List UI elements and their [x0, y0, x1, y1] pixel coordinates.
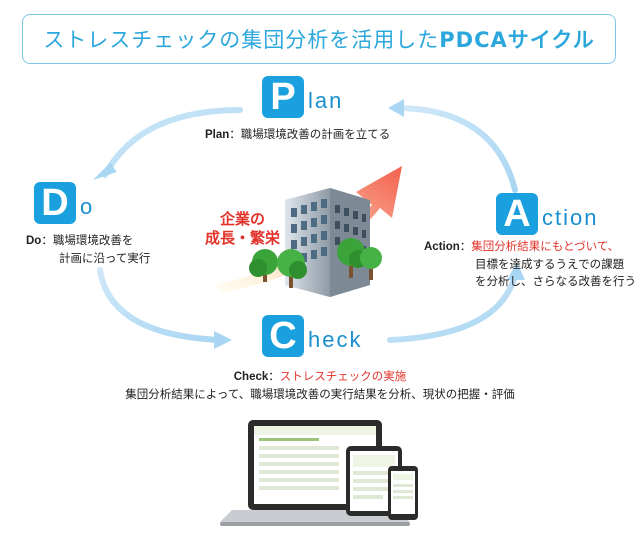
cycle-arrow: [387, 272, 518, 343]
growth-arrow: [215, 166, 402, 293]
check-word: heck: [308, 327, 363, 352]
cycle-arrow: [397, 105, 518, 193]
do-description: Do：職場環境改善を 計画に沿って実行: [26, 232, 150, 267]
action-description: Action：集団分析結果にもとづいて、 目標を達成するうえでの課題 を分析し、…: [424, 238, 636, 290]
check-line2: 集団分析結果によって、職場環境改善の実行結果を分析、現状の把握・評価: [125, 387, 515, 401]
check-sep: ：: [268, 369, 280, 383]
do-sep: ：: [41, 233, 53, 247]
do-line2: 計画に沿って実行: [59, 251, 151, 265]
growth-label: 企業の 成長・繁栄: [205, 210, 280, 248]
check-description: Check：ストレスチェックの実施 集団分析結果によって、職場環境改善の実行結果…: [0, 368, 640, 403]
plan-letter: P: [262, 76, 304, 118]
action-line2: 目標を達成するうえでの課題: [475, 257, 625, 271]
do-word: o: [80, 194, 95, 219]
action-line3: を分析し、さらなる改善を行う: [475, 274, 636, 288]
growth-line2: 成長・繁栄: [205, 229, 281, 247]
cycle-arrow-head-plan: [388, 99, 404, 117]
plan-description: Plan：職場環境改善の計画を立てる: [205, 126, 390, 144]
action-highlight: 集団分析結果にもとづいて、: [471, 239, 620, 253]
smartphone-icon: [388, 466, 418, 520]
action-label: Action: [424, 241, 460, 253]
plan-sep: ：: [229, 127, 241, 141]
tree-icon: [249, 238, 382, 288]
do-line1: 職場環境改善を: [52, 233, 134, 247]
title-prefix: ストレスチェックの集団分析を活用した: [43, 28, 440, 52]
check-letter: C: [262, 315, 304, 357]
cycle-arrow-head-check: [214, 331, 232, 349]
action-sep: ：: [459, 239, 472, 253]
plan-word: lan: [308, 88, 344, 113]
do-letter: D: [34, 182, 76, 224]
check-label: Check: [233, 371, 269, 383]
title-bold: PDCAサイクル: [439, 28, 595, 52]
action-letter: A: [496, 193, 538, 235]
cycle-arrow: [97, 267, 223, 343]
check-highlight: ストレスチェックの実施: [279, 369, 407, 383]
cycle-arrow-head-action: [507, 262, 525, 280]
plan-label: Plan: [205, 129, 230, 141]
action-word: ction: [542, 205, 599, 230]
do-label: Do: [26, 235, 42, 247]
plan-text: 職場環境改善の計画を立てる: [240, 127, 391, 141]
growth-line1: 企業の: [220, 210, 266, 228]
cycle-arrow: [102, 107, 243, 178]
cycle-arrow-head-do: [92, 162, 117, 180]
